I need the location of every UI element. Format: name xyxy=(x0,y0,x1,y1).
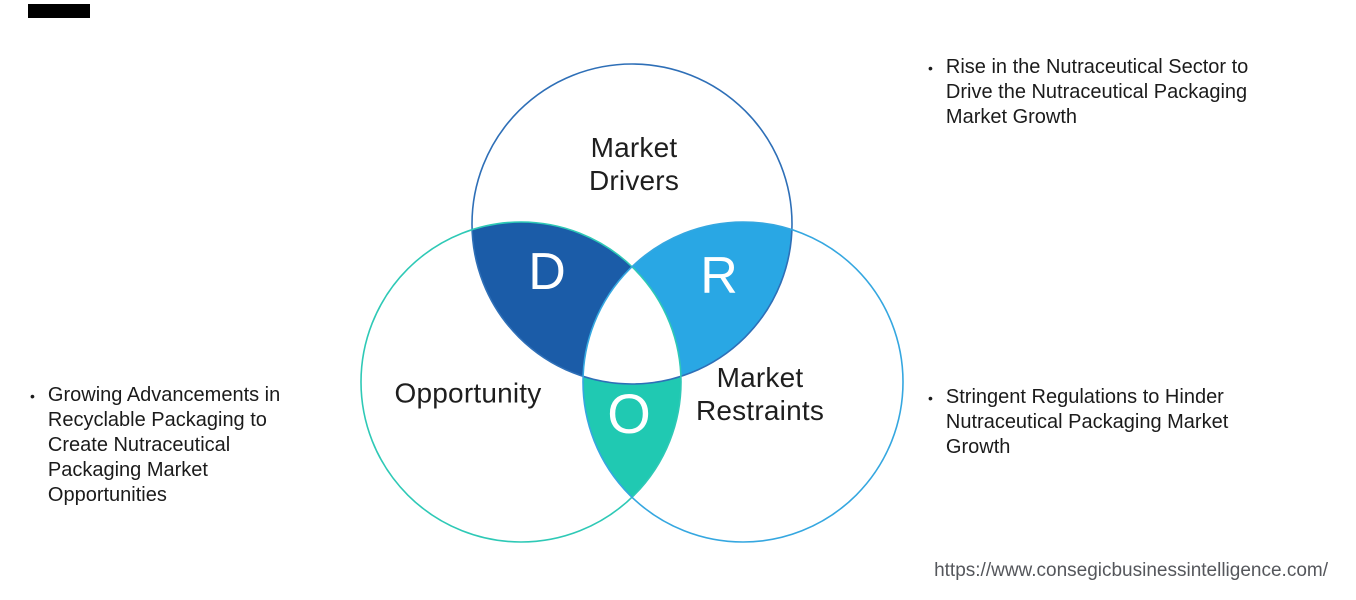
letter-r: R xyxy=(700,247,738,305)
bullet-restraints-text: Stringent Regulations to Hinder Nutraceu… xyxy=(945,386,1229,458)
bullet-restraints-note: • Stringent Regulations to Hinder Nutrac… xyxy=(928,385,1298,460)
bullet-opportunity-text: Growing Advancements in Recyclable Packa… xyxy=(47,384,281,506)
bullet-icon: • xyxy=(30,388,35,404)
source-url: https://www.consegicbusinessintelligence… xyxy=(934,560,1328,581)
bullet-icon: • xyxy=(928,60,933,76)
letter-o: O xyxy=(607,382,651,445)
bullet-opportunity-note: • Growing Advancements in Recyclable Pac… xyxy=(30,383,350,508)
bullet-icon: • xyxy=(928,390,933,406)
opportunity-circle-outline xyxy=(360,221,682,543)
label-market-restraints: Market Restraints xyxy=(695,362,825,426)
drivers-circle-outline xyxy=(471,63,793,385)
restraints-circle-outline xyxy=(582,221,904,543)
label-opportunity: Opportunity xyxy=(394,377,542,409)
corner-black-mark xyxy=(28,4,90,18)
label-market-drivers: Market Drivers xyxy=(588,132,680,196)
bullet-drivers-note: • Rise in the Nutraceutical Sector to Dr… xyxy=(928,55,1298,130)
bullet-drivers-text: Rise in the Nutraceutical Sector to Driv… xyxy=(945,56,1249,128)
letter-d: D xyxy=(528,243,566,301)
